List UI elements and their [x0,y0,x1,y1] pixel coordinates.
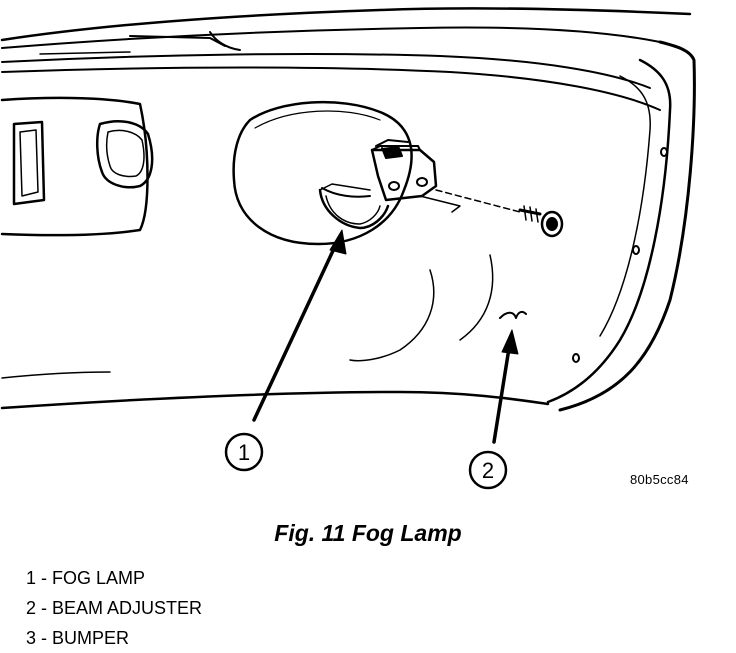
bumper-right-end [546,40,696,412]
mounting-hole [572,353,580,363]
callout-2-leader [492,329,519,444]
callout-1-leader [252,229,347,422]
callout-1-circle [224,432,264,472]
fog-lamp-opening [232,100,413,246]
beam-adjuster-screw [419,189,564,238]
bumper-lower-edge [0,371,550,410]
mounting-tab-hole [388,181,400,191]
figure-caption: Fig. 11 Fog Lamp [274,520,462,546]
legend-item-bumper: 3 - BUMPER [26,628,130,648]
callout-2-circle [468,450,508,490]
legend-item-fog-lamp: 1 - FOG LAMP [26,568,146,588]
fog-lamp [318,139,438,230]
legend-item-beam-adjuster: 2 - BEAM ADJUSTER [26,598,203,618]
bumper-upper-edge [0,7,692,111]
fog-lamp-diagram: 1 2 [0,7,696,490]
callout-2-number: 2 [482,458,494,483]
callout-1-number: 1 [238,440,250,465]
legend-list: 1 - FOG LAMP 2 - BEAM ADJUSTER 3 - BUMPE… [26,563,202,653]
mounting-tab-hole [416,177,428,187]
bumper-surface-contours [349,254,527,362]
bumper-left-opening [0,96,154,237]
mounting-hole [660,147,668,157]
figure-code: 80b5cc84 [630,472,689,487]
mounting-hole [632,245,640,255]
